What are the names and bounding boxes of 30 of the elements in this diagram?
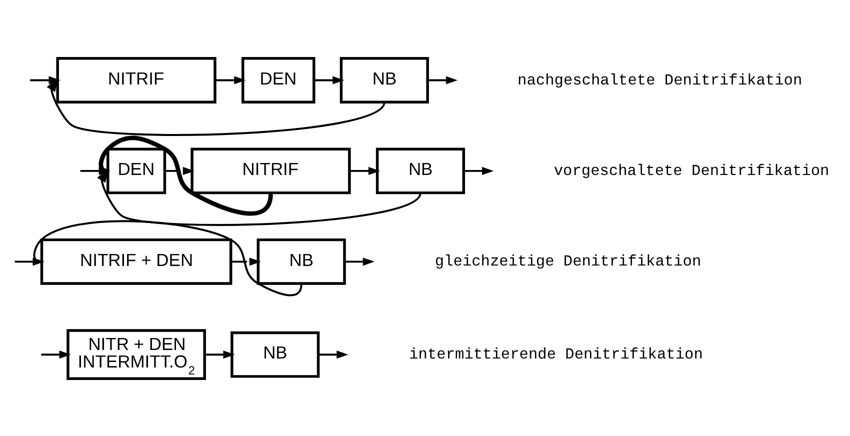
- arrow: [46, 77, 386, 136]
- node-box: DEN: [242, 56, 316, 103]
- arrow: [80, 166, 110, 182]
- arrow: [314, 76, 344, 84]
- arrow: [231, 257, 261, 266]
- arrow: [215, 76, 246, 84]
- label: intermittierende Denitrifikation: [409, 345, 703, 364]
- node-box: NITRIF + DEN: [40, 238, 232, 284]
- arrow: [164, 166, 195, 175]
- arrow: [318, 350, 348, 358]
- arrow: [97, 168, 422, 226]
- node-box: NB: [230, 330, 320, 378]
- arrow: [204, 350, 235, 358]
- node-box: NITR + DEN INTERMITT.O$_{2}$: [66, 328, 206, 380]
- label: gleichzeitige Denitrifikation: [434, 252, 702, 270]
- node-box: NB: [256, 238, 346, 284]
- node-box: DEN: [106, 147, 166, 194]
- arrow: [41, 350, 71, 358]
- node-box: NITRIF: [190, 147, 351, 194]
- arrow: [428, 76, 458, 84]
- label: nachgeschaltete Denitrifikation: [518, 70, 802, 89]
- arrow: [30, 76, 60, 92]
- node-box: NB: [340, 56, 429, 103]
- node-box: NB: [376, 147, 466, 194]
- arrow: [464, 166, 494, 175]
- arrow: [344, 257, 374, 266]
- label: vorgeschaltete Denitrifikation: [554, 162, 830, 180]
- arrow: [14, 257, 44, 266]
- arrow: [350, 166, 380, 175]
- node-box: NITRIF: [56, 56, 216, 103]
